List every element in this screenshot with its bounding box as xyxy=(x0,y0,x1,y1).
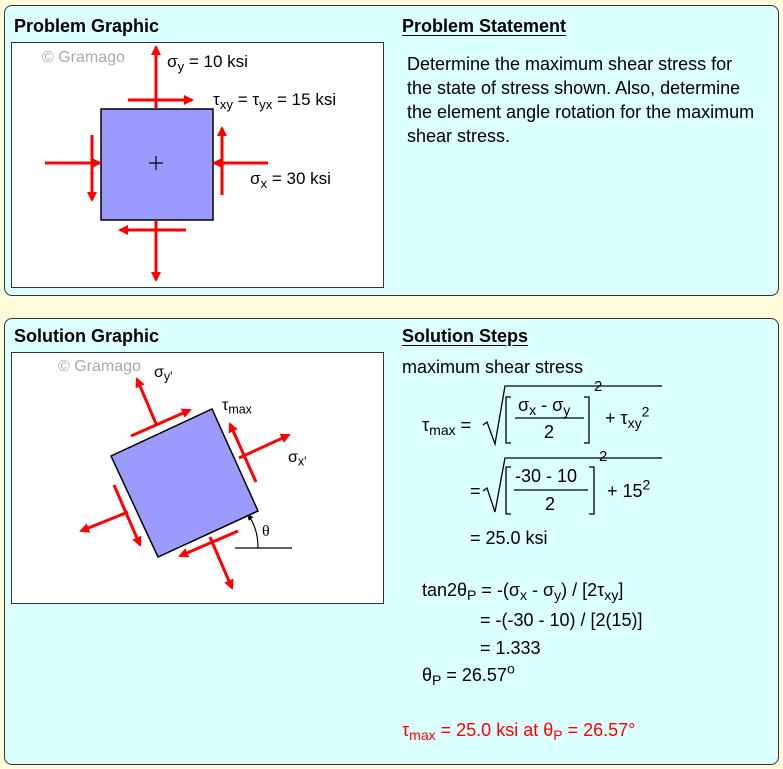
angle-arc-icon xyxy=(246,513,259,548)
rotated-element xyxy=(109,407,259,558)
sigma-y-prime-label: σy' xyxy=(154,364,173,384)
watermark: © Gramago xyxy=(58,358,141,375)
plus-15-squared: + 152 xyxy=(607,476,651,501)
center-cross-icon xyxy=(148,155,163,170)
problem-statement: Determine the maximum shear stress for t… xyxy=(407,54,755,146)
stress-arrows xyxy=(44,44,268,282)
denominator-2: 2 xyxy=(545,494,556,514)
tan-substitution: = -(-30 - 10) / [2(15)] xyxy=(480,610,643,630)
problem-graphic: © Gramago σy = 10 ksi τxy = τyx = 15 ksi… xyxy=(11,42,384,288)
final-answer: τmax = 25.0 ksi at θP = 26.57° xyxy=(402,720,636,744)
solution-graphic-title: Solution Graphic xyxy=(14,326,160,346)
stress-arrows xyxy=(78,376,291,590)
theta-result: θP = 26.57o xyxy=(422,660,515,689)
exponent-2: 2 xyxy=(599,448,608,465)
plus-tau-xy: + τxy2 xyxy=(605,403,650,432)
denominator-1: 2 xyxy=(544,422,555,442)
stress-element xyxy=(99,107,214,221)
watermark: © Gramago xyxy=(42,49,125,66)
exponent-1: 2 xyxy=(594,378,603,395)
tau-max-label: τmax xyxy=(222,397,252,417)
problem-statement-title: Problem Statement xyxy=(402,16,567,36)
theta-label: θ xyxy=(262,523,270,540)
sigma-x-prime-label: σx' xyxy=(288,449,307,469)
solution-graphic: © Gramago θ σy' τmax σx' xyxy=(11,352,384,604)
problem-graphic-title: Problem Graphic xyxy=(14,16,160,36)
numerator-1: σx - σy xyxy=(518,395,571,419)
tau-label: τxy = τyx = 15 ksi xyxy=(213,90,337,112)
sigma-x-label: σx = 30 ksi xyxy=(250,169,331,191)
sigma-y-label: σy = 10 ksi xyxy=(167,52,248,74)
tau-max-result: = 25.0 ksi xyxy=(470,528,548,548)
solution-steps-title: Solution Steps xyxy=(402,326,528,346)
numerator-2: -30 - 10 xyxy=(515,466,578,486)
tau-max-symbol: τmax = xyxy=(422,415,472,439)
tan-equation: tan2θP = -(σx - σy) / [2τxy] xyxy=(422,580,624,604)
equals-2: = xyxy=(470,481,481,501)
step-heading: maximum shear stress xyxy=(402,357,584,377)
tan-result: = 1.333 xyxy=(480,638,541,658)
